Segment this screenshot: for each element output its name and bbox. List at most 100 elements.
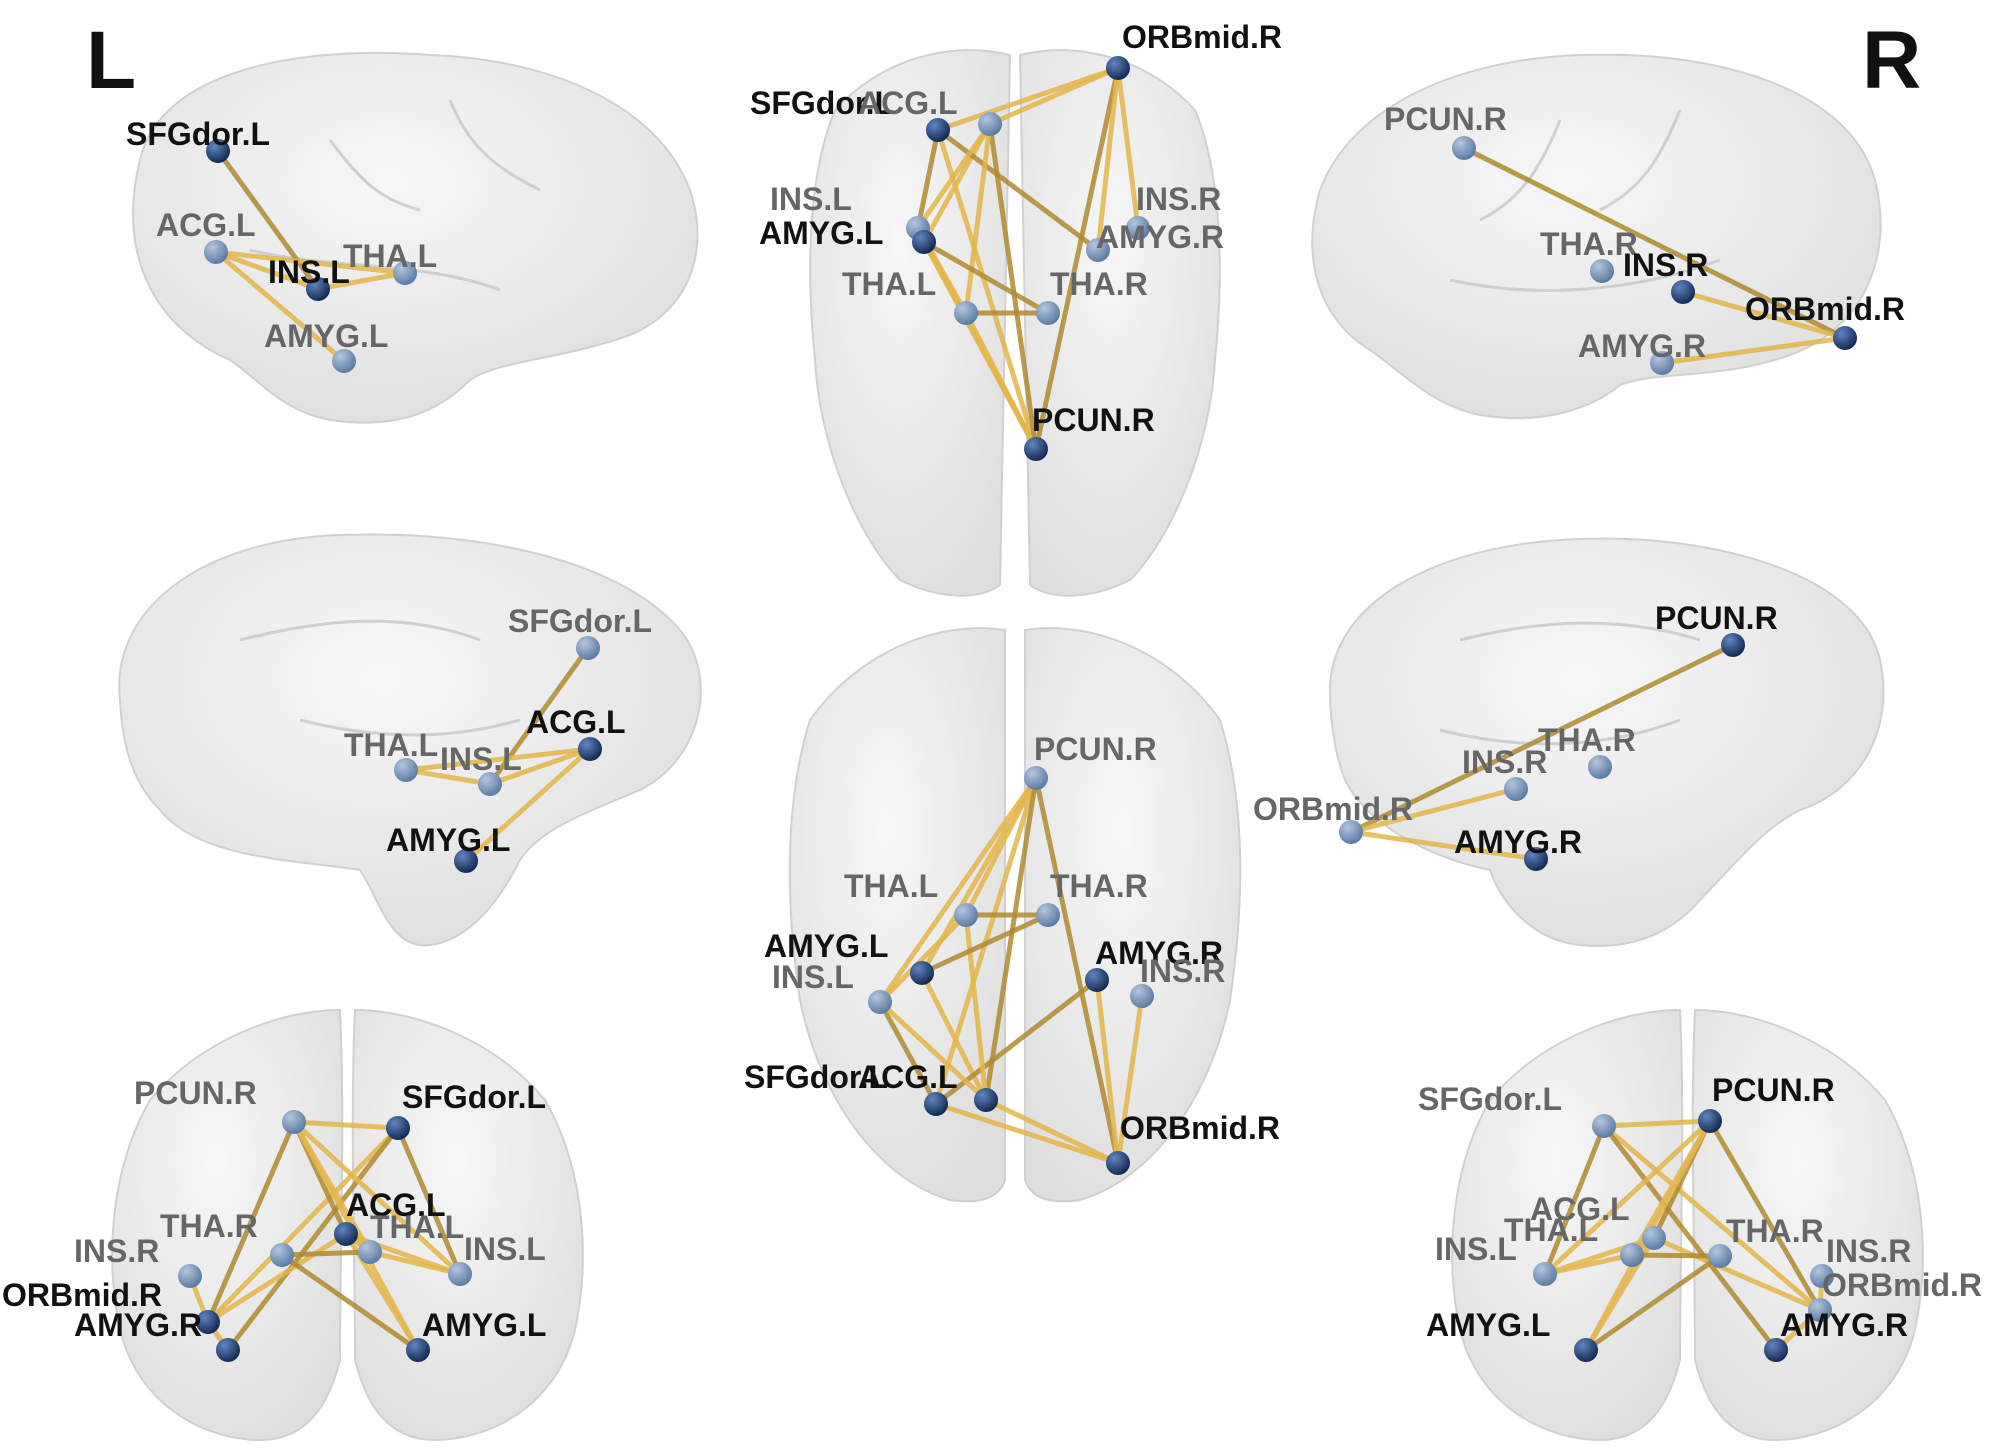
nodes-layer — [178, 56, 1857, 1362]
node-front-coronal-pcun-r — [282, 1110, 306, 1134]
edge-bottom-ventral-amyg-l-tha-r — [919, 912, 1051, 976]
edge-bottom-ventral-acg-l-pcun-r — [983, 775, 1039, 1103]
edge-back-coronal-sfgdor-l-amyg-r — [1601, 1123, 1779, 1353]
node-label-bottom-ventral-ins-l: INS.L — [772, 959, 854, 995]
node-label-back-coronal-amyg-r: AMYG.R — [1780, 1307, 1908, 1343]
node-label-front-coronal-ins-l: INS.L — [464, 1231, 546, 1267]
node-label-back-coronal-ins-l: INS.L — [1435, 1231, 1517, 1267]
node-bottom-ventral-amyg-r — [1085, 968, 1109, 992]
node-label-top-dorsal-amyg-l: AMYG.L — [759, 215, 883, 251]
node-bottom-ventral-sfgdor-l — [924, 1092, 948, 1116]
edge-bottom-ventral-acg-l-amyg-l — [919, 970, 989, 1103]
node-right-medial-orbmid-r — [1339, 820, 1363, 844]
node-label-left-lateral-sfgdor-l: SFGdor.L — [126, 116, 270, 152]
node-label-front-coronal-tha-r: THA.R — [160, 1208, 258, 1244]
edge-top-dorsal-sfgdor-l-ins-l — [915, 127, 941, 231]
node-label-front-coronal-pcun-r: PCUN.R — [134, 1075, 257, 1111]
edge-top-dorsal-tha-l-pcun-r — [963, 310, 1039, 452]
edge-top-dorsal-acg-l-tha-l — [963, 121, 993, 316]
edge-back-coronal-amyg-l-tha-r — [1583, 1253, 1723, 1353]
node-top-dorsal-amyg-r — [1086, 238, 1110, 262]
edge-left-medial-sfgdor-l-ins-l — [487, 645, 591, 787]
edge-top-dorsal-ins-r-orbmid-r — [1115, 65, 1141, 231]
node-back-coronal-ins-l — [1533, 1262, 1557, 1286]
node-right-lateral-amyg-r — [1650, 351, 1674, 375]
edge-top-dorsal-amyg-l-tha-r — [921, 239, 1051, 316]
node-left-lateral-acg-l — [204, 240, 228, 264]
node-bottom-ventral-acg-l — [974, 1088, 998, 1112]
node-label-top-dorsal-amyg-r: AMYG.R — [1096, 219, 1224, 255]
right-hemisphere-label: R — [1862, 15, 1922, 106]
edge-left-lateral-acg-l-amyg-l — [213, 249, 347, 364]
node-right-medial-ins-r — [1504, 777, 1528, 801]
node-back-coronal-sfgdor-l — [1592, 1114, 1616, 1138]
brain-left-lateral — [132, 51, 699, 424]
node-label-top-dorsal-acg-l: ACG.L — [858, 85, 958, 121]
node-label-front-coronal-sfgdor-l: SFGdor.L — [402, 1079, 546, 1115]
node-left-lateral-amyg-l — [332, 349, 356, 373]
node-top-dorsal-acg-l — [978, 112, 1002, 136]
node-label-back-coronal-tha-r: THA.R — [1726, 1213, 1824, 1249]
node-back-coronal-amyg-r — [1764, 1338, 1788, 1362]
node-back-coronal-tha-r — [1708, 1244, 1732, 1268]
node-label-bottom-ventral-tha-r: THA.R — [1050, 868, 1148, 904]
node-label-top-dorsal-pcun-r: PCUN.R — [1032, 402, 1155, 438]
edge-back-coronal-sfgdor-l-pcun-r — [1601, 1118, 1713, 1129]
node-left-lateral-ins-l — [306, 277, 330, 301]
node-label-top-dorsal-orbmid-r: ORBmid.R — [1122, 19, 1282, 55]
edge-right-medial-orbmid-r-amyg-r — [1348, 829, 1539, 862]
edge-back-coronal-ins-l-pcun-r — [1542, 1118, 1713, 1277]
brain-back-coronal — [1451, 1008, 1924, 1442]
edge-front-coronal-amyg-l-tha-r — [279, 1252, 421, 1353]
edge-bottom-ventral-sfgdor-l-ins-l — [877, 999, 939, 1107]
node-label-front-coronal-acg-l: ACG.L — [346, 1187, 446, 1223]
node-label-front-coronal-amyg-l: AMYG.L — [422, 1307, 546, 1343]
node-front-coronal-ins-r — [178, 1264, 202, 1288]
node-label-bottom-ventral-pcun-r: PCUN.R — [1034, 731, 1157, 767]
node-top-dorsal-ins-r — [1126, 216, 1150, 240]
node-top-dorsal-tha-l — [954, 301, 978, 325]
node-left-medial-amyg-l — [454, 849, 478, 873]
edge-bottom-ventral-acg-l-ins-l — [877, 999, 989, 1103]
node-front-coronal-tha-r — [270, 1243, 294, 1267]
node-label-right-medial-amyg-r: AMYG.R — [1454, 824, 1582, 860]
edge-top-dorsal-acg-l-ins-l — [915, 121, 993, 231]
node-label-left-lateral-amyg-l: AMYG.L — [264, 318, 388, 354]
node-label-front-coronal-amyg-r: AMYG.R — [74, 1307, 202, 1343]
edge-right-lateral-ins-r-orbmid-r — [1680, 289, 1848, 341]
node-label-left-lateral-acg-l: ACG.L — [156, 207, 256, 243]
node-label-front-coronal-orbmid-r: ORBmid.R — [2, 1277, 162, 1313]
edge-left-lateral-acg-l-ins-l — [213, 249, 321, 292]
node-bottom-ventral-ins-l — [868, 990, 892, 1014]
edge-back-coronal-sfgdor-l-orbmid-r — [1601, 1123, 1823, 1313]
node-label-left-medial-ins-l: INS.L — [440, 741, 522, 777]
edge-bottom-ventral-ins-l-pcun-r — [877, 775, 1039, 1005]
node-label-right-lateral-ins-r: INS.R — [1623, 247, 1708, 283]
edge-left-medial-ins-l-tha-l — [403, 767, 493, 787]
node-front-coronal-amyg-l — [406, 1338, 430, 1362]
node-right-lateral-ins-r — [1671, 280, 1695, 304]
edge-top-dorsal-pcun-r-orbmid-r — [1033, 65, 1121, 452]
edge-left-medial-acg-l-ins-l — [487, 746, 593, 787]
node-left-medial-acg-l — [578, 737, 602, 761]
node-label-back-coronal-orbmid-r: ORBmid.R — [1822, 1267, 1982, 1303]
edge-top-dorsal-acg-l-pcun-r — [987, 121, 1039, 452]
node-bottom-ventral-pcun-r — [1024, 766, 1048, 790]
brain-bottom-ventral — [788, 627, 1242, 1203]
edge-left-lateral-sfgdor-l-ins-l — [215, 148, 321, 292]
node-front-coronal-tha-l — [358, 1240, 382, 1264]
node-front-coronal-sfgdor-l — [386, 1116, 410, 1140]
node-left-lateral-sfgdor-l — [206, 139, 230, 163]
edge-left-medial-acg-l-amyg-l — [463, 746, 593, 864]
edge-bottom-ventral-sfgdor-l-orbmid-r — [933, 1101, 1121, 1166]
node-right-lateral-pcun-r — [1452, 136, 1476, 160]
node-back-coronal-orbmid-r — [1808, 1298, 1832, 1322]
node-left-medial-sfgdor-l — [576, 636, 600, 660]
edges-layer — [187, 65, 1848, 1353]
node-front-coronal-orbmid-r — [196, 1310, 220, 1334]
edge-left-lateral-ins-l-tha-l — [315, 270, 408, 292]
edge-front-coronal-acg-l-orbmid-r — [205, 1231, 349, 1325]
edge-top-dorsal-sfgdor-l-orbmid-r — [935, 65, 1121, 133]
node-label-bottom-ventral-tha-l: THA.L — [844, 868, 938, 904]
edge-left-lateral-acg-l-tha-l — [213, 249, 408, 276]
